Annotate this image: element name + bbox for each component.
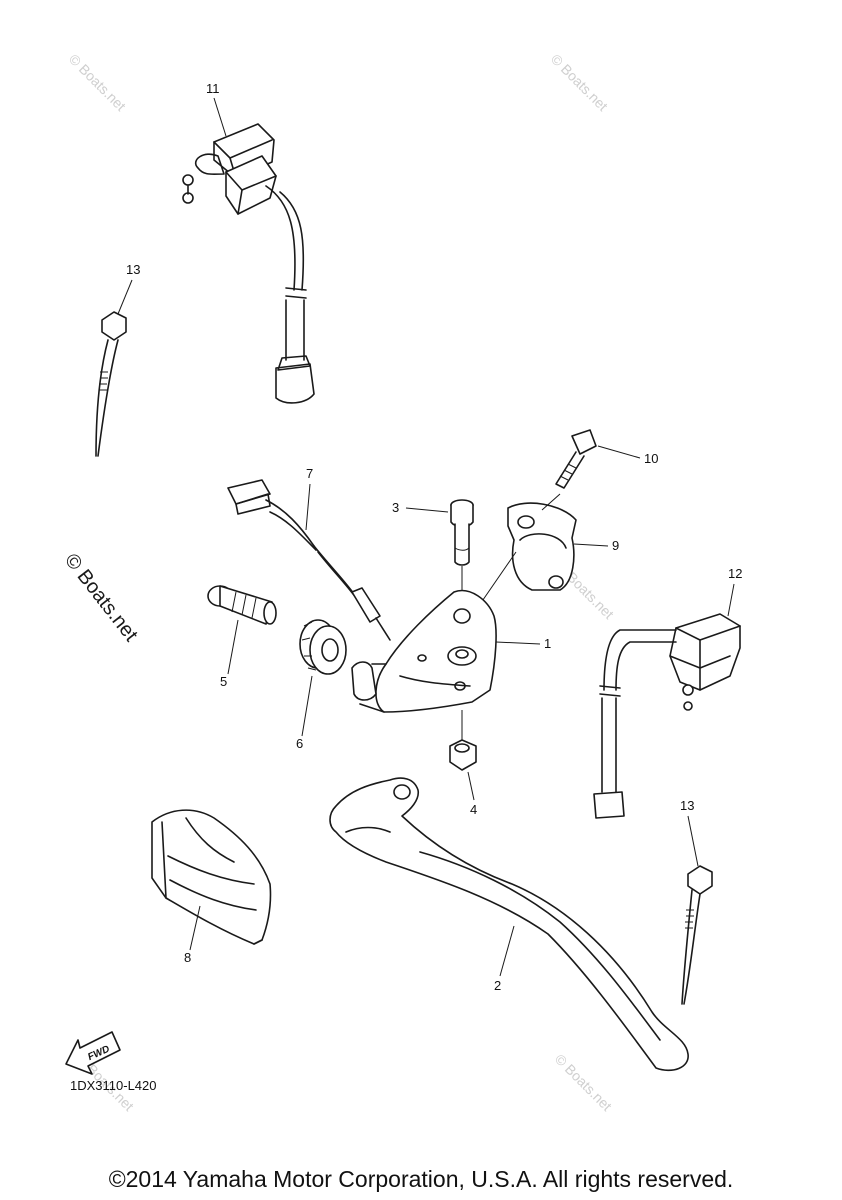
callout-3: 3 <box>392 500 399 515</box>
part-4-nut <box>449 739 477 771</box>
diagram-code: 1DX3110-L420 <box>70 1078 157 1093</box>
svg-text:© Boats.net: © Boats.net <box>548 51 611 114</box>
part-12-switch <box>593 613 741 819</box>
callout-11: 11 <box>206 81 220 96</box>
callout-13-right: 13 <box>680 798 694 813</box>
callout-13-left: 13 <box>126 262 140 277</box>
callout-2: 2 <box>494 978 501 993</box>
part-10-bolt <box>555 429 597 489</box>
leader-13-right <box>687 815 699 867</box>
leader-5 <box>227 619 239 675</box>
part-3-pivot-bolt <box>450 499 474 566</box>
part-11-switch <box>182 123 315 404</box>
leader-9 <box>573 543 609 547</box>
leader-12 <box>727 583 735 617</box>
part-9-clamp <box>507 502 577 591</box>
watermark-top-left: © Boats.net <box>66 51 129 114</box>
leader-3 <box>405 507 449 513</box>
callout-5: 5 <box>220 674 227 689</box>
callout-8: 8 <box>184 950 191 965</box>
leader-2 <box>499 925 515 977</box>
part-13-cable-tie-right <box>681 865 713 1005</box>
svg-text:© Boats.net: © Boats.net <box>66 51 129 114</box>
callout-12: 12 <box>728 566 742 581</box>
leader-7 <box>305 483 311 531</box>
leader-11 <box>213 97 227 137</box>
watermark-left-large: © Boats.net <box>60 550 142 646</box>
part-6-adjuster-nut <box>299 619 347 675</box>
leader-10 <box>597 445 641 459</box>
callout-6: 6 <box>296 736 303 751</box>
part-5-adjuster-bolt <box>207 585 277 625</box>
watermark-top-right: © Boats.net <box>548 51 611 114</box>
leader-1 <box>495 641 541 645</box>
callout-4: 4 <box>470 802 477 817</box>
part-8-lever-cover <box>151 809 272 945</box>
svg-text:© Boats.net: © Boats.net <box>60 550 142 646</box>
callout-9: 9 <box>612 538 619 553</box>
callout-1: 1 <box>544 636 551 651</box>
leader-8 <box>189 905 201 951</box>
callout-10: 10 <box>644 451 658 466</box>
part-1-lever-holder <box>351 589 497 713</box>
leader-13-left <box>117 279 133 315</box>
copyright-notice: ©2014 Yamaha Motor Corporation, U.S.A. A… <box>108 1166 734 1192</box>
part-2-clutch-lever <box>329 777 689 1072</box>
leader-4 <box>467 771 475 801</box>
svg-text:© Boats.net: © Boats.net <box>552 1051 615 1114</box>
part-13-cable-tie-left <box>95 311 127 457</box>
leader-6 <box>301 675 313 737</box>
part-7-wire <box>227 479 391 641</box>
watermark-bottom-right: © Boats.net <box>552 1051 615 1114</box>
callout-7: 7 <box>306 466 313 481</box>
fwd-arrow-icon: FWD <box>65 1031 121 1075</box>
